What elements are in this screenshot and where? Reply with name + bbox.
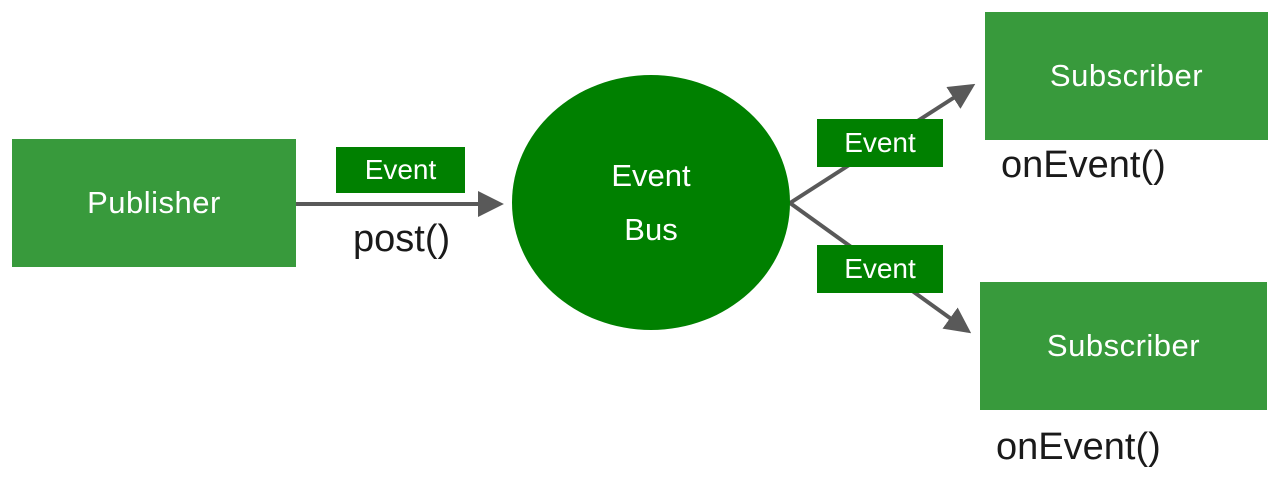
event-bus-label-line2: Bus: [624, 211, 678, 247]
post-method-label: post(): [353, 218, 451, 260]
subscriber-node-bottom: Subscriber: [980, 282, 1267, 410]
publisher-node: Publisher: [12, 139, 296, 267]
event-bus-label-line1: Event: [611, 158, 691, 194]
event-label-bottom-right: Event: [817, 245, 943, 293]
subscriber-node-top: Subscriber: [985, 12, 1268, 140]
publisher-label: Publisher: [87, 185, 221, 220]
subscriber-top-label: Subscriber: [1049, 58, 1204, 93]
onevent-method-label-top: onEvent(): [1001, 144, 1166, 186]
onevent-method-label-bottom: onEvent(): [996, 426, 1161, 468]
event-label-top-right: Event: [817, 119, 943, 167]
subscriber-bottom-label: Subscriber: [1046, 328, 1201, 363]
event-bus-node: Event Bus: [512, 75, 790, 330]
event-label-left: Event: [336, 147, 465, 193]
